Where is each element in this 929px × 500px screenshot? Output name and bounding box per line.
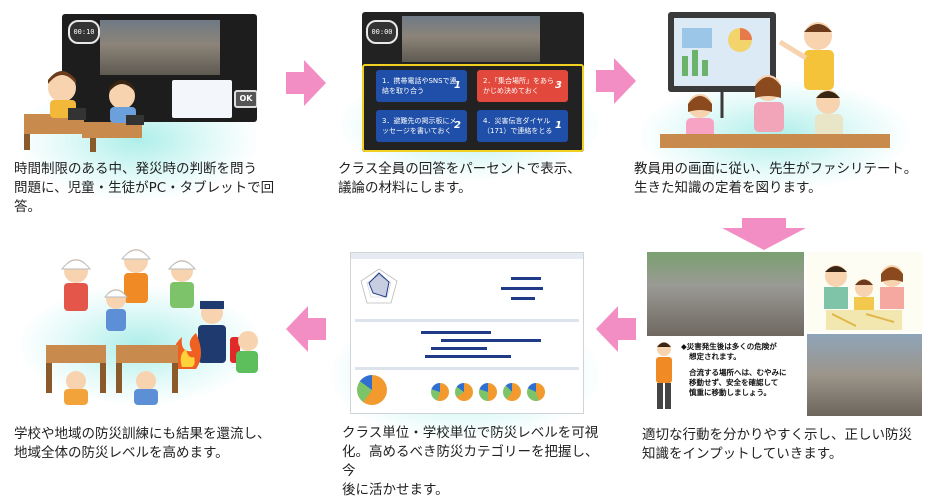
ok-button: OK	[234, 90, 257, 108]
step-2: 00:00 1．携帯電話やSNSで連 絡を取り合う 1 2．「集合場所」をあら …	[320, 0, 620, 215]
donut-chart-icon	[455, 383, 473, 401]
classroom-illustration	[24, 71, 144, 152]
option-count: 3	[555, 80, 562, 91]
info-line: ◆災害発生後は多くの危険が	[681, 342, 777, 351]
step-6-caption: 学校や地域の防災訓練にも結果を還流し、 地域全体の防災レベルを高めます。	[14, 426, 271, 461]
dashboard-header	[351, 253, 583, 259]
donut-chart-icon	[431, 383, 449, 401]
donut-chart-icon	[479, 383, 497, 401]
option-3: 3．避難先の掲示板にメ ッセージを書いておく 2	[376, 110, 467, 142]
family-illustration	[806, 252, 922, 332]
teacher-illustration	[660, 12, 890, 148]
arrow-right-icon	[286, 60, 326, 106]
radar-chart-icon	[360, 268, 398, 304]
info-text: ◆災害発生後は多くの危険が 想定されます。 合流する場所へは、むやみに 移動せず…	[681, 342, 805, 398]
step-1-caption: 時間制限のある中、発災時の判断を問う 問題に、児童・生徒がPC・タブレットで回答…	[14, 161, 275, 215]
option-count: 1	[454, 80, 461, 91]
timer-badge: 00:10	[68, 20, 100, 44]
arrow-down-icon	[722, 218, 806, 250]
score-bar	[421, 331, 491, 334]
option-count: 1	[555, 120, 562, 131]
donut-chart-icon	[503, 383, 521, 401]
results-screen: 00:00 1．携帯電話やSNSで連 絡を取り合う 1 2．「集合場所」をあら …	[362, 12, 584, 152]
step-4-caption: 適切な行動を分かりやすく示し、正しい防災 知識をインプットしていきます。	[642, 427, 912, 462]
option-count: 2	[454, 120, 461, 131]
answer-area	[172, 80, 232, 118]
disaster-photo	[402, 16, 540, 62]
dashboard-screen	[350, 252, 584, 414]
donut-chart-icon	[357, 375, 387, 405]
option-2: 2．「集合場所」をあら かじめ決めておく 3	[477, 70, 568, 102]
option-label: 4．災害伝言ダイヤル （171）で連絡をとる	[483, 117, 553, 135]
section-divider	[355, 367, 579, 370]
score-bar	[511, 297, 535, 300]
evacuation-drill-illustration	[46, 249, 258, 405]
score-bar	[441, 339, 541, 342]
arrow-left-icon	[596, 306, 636, 352]
damaged-building-photo	[807, 334, 922, 416]
step-3: 教員用の画面に従い、先生がファシリテート。 生きた知識の定着を図ります。	[620, 0, 929, 215]
step-4: ◆災害発生後は多くの危険が 想定されます。 合流する場所へは、むやみに 移動せず…	[620, 250, 929, 491]
step-6: 学校や地域の防災訓練にも結果を還流し、 地域全体の防災レベルを高めます。	[0, 235, 300, 491]
info-line: 合流する場所へは、むやみに	[689, 368, 787, 377]
score-bar	[501, 287, 543, 290]
timer-badge: 00:00	[366, 20, 398, 44]
option-label: 3．避難先の掲示板にメ ッセージを書いておく	[382, 117, 457, 135]
arrow-right-icon	[596, 58, 636, 104]
step-2-caption: クラス全員の回答をパーセントで表示、 議論の材料にします。	[338, 161, 581, 196]
info-line: 慎重に移動しましょう。	[689, 388, 772, 397]
disaster-photo	[100, 20, 220, 75]
step-3-caption: 教員用の画面に従い、先生がファシリテート。 生きた知識の定着を図ります。	[634, 161, 918, 196]
step-5-caption: クラス単位・学校単位で防災レベルを可視 化。高めるべき防災カテゴリーを把握し、今…	[342, 425, 599, 498]
arrow-left-icon	[286, 306, 326, 352]
option-1: 1．携帯電話やSNSで連 絡を取り合う 1	[376, 70, 467, 102]
score-bar	[425, 355, 511, 358]
score-bar	[511, 277, 541, 280]
step-5: クラス単位・学校単位で防災レベルを可視 化。高めるべき防災カテゴリーを把握し、今…	[320, 250, 610, 498]
info-line: 想定されます。	[689, 352, 741, 361]
collapsed-house-photo	[647, 252, 804, 336]
option-label: 2．「集合場所」をあら かじめ決めておく	[483, 77, 554, 95]
step-1: 00:10 OK 時間制限のある中、発災時の判断を問う 問題に、児童・生徒がPC…	[0, 0, 300, 215]
options-frame	[362, 64, 584, 152]
option-4: 4．災害伝言ダイヤル （171）で連絡をとる 1	[477, 110, 568, 142]
score-bar	[431, 347, 487, 350]
info-card: ◆災害発生後は多くの危険が 想定されます。 合流する場所へは、むやみに 移動せず…	[647, 336, 807, 416]
section-divider	[355, 319, 579, 322]
quiz-screen: 00:10 OK	[62, 14, 257, 122]
option-label: 1．携帯電話やSNSで連 絡を取り合う	[382, 77, 457, 95]
info-line: 移動せず、安全を確認して	[689, 378, 779, 387]
person-icon	[656, 342, 672, 409]
donut-chart-icon	[527, 383, 545, 401]
